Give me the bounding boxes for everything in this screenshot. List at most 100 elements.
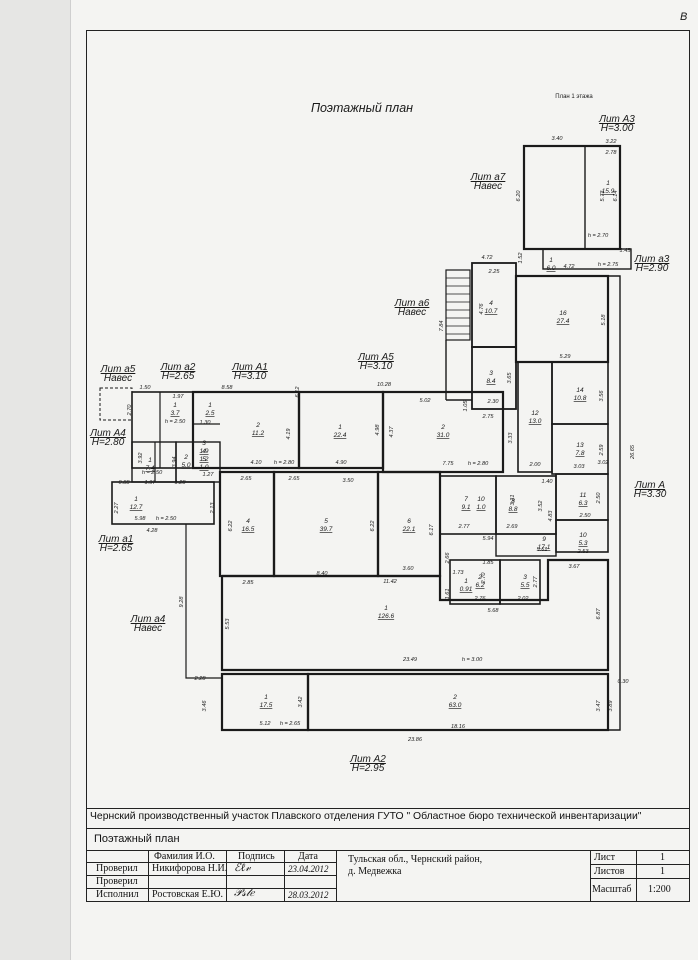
room-28-number: 9 (542, 536, 546, 543)
liter-label-6: Лит а2 (160, 362, 196, 373)
room-16-area: 1.9 (199, 448, 208, 455)
staircase (446, 277, 470, 335)
room-30-area: 6.2 (475, 582, 484, 589)
dimension-103: 0.30 (618, 679, 630, 685)
liter-label-7: Лит А1 (231, 362, 268, 373)
dimension-77: 2.66 (445, 552, 451, 565)
dimension-7: h = 2.70 (588, 233, 609, 239)
liter-sub-1: H=3.00 (601, 123, 634, 134)
dimension-21: 2.75 (482, 414, 495, 420)
dimension-26: 8.58 (222, 385, 234, 391)
address-line-2: д. Медвежка (348, 866, 402, 877)
dimension-52: 2.27 (114, 502, 120, 515)
dimension-5: 5.73 (600, 190, 606, 202)
dimension-53: 5.98 (135, 516, 147, 522)
room-4-area: 27.4 (556, 318, 570, 325)
room-33-number: 1 (264, 694, 268, 701)
dimension-84: 2.77 (533, 576, 539, 589)
dimension-49: 1.28 (175, 480, 187, 486)
dimension-18: 3.65 (507, 372, 513, 384)
dimension-1: 3.40 (552, 136, 564, 142)
scale-label: Масштаб (592, 884, 632, 895)
room-18-number: 5 (202, 456, 206, 463)
dimension-65: 3.52 (538, 500, 544, 512)
room-19-area: 12.7 (130, 504, 143, 511)
dimension-23: 5.02 (420, 398, 432, 404)
dimension-58: 2.65 (288, 476, 301, 482)
dimension-19: 2.30 (487, 399, 500, 405)
dimension-41: h = 2.80 (468, 461, 489, 467)
liter-label-12: Лит а4 (130, 614, 166, 625)
row-3-name: Ростовская Е.Ю. (152, 889, 223, 900)
room-26-area: 6.3 (578, 500, 587, 507)
dimension-99: 18.16 (451, 724, 466, 730)
room-14-area: 7.4 (145, 465, 154, 472)
dimension-85: 2.76 (474, 596, 487, 602)
room-2-number: 1 (549, 257, 553, 264)
liter-sub-12: Навес (134, 623, 162, 634)
dimension-33: 4.37 (389, 426, 395, 438)
row-2-role: Проверил (96, 876, 138, 887)
room-18-area: 1.0 (199, 464, 208, 471)
walls (99, 144, 632, 732)
dimension-29: 2.70 (127, 404, 133, 417)
dimension-12: h = 2.75 (598, 262, 619, 268)
liter-label-9: Лит А4 (89, 428, 126, 439)
room-8-area: 7.8 (575, 450, 584, 457)
room-23-area: 9.1 (461, 504, 470, 511)
dimension-86: 2.02 (517, 596, 530, 602)
room-32-area: 126.6 (378, 613, 395, 620)
dimension-70: 2.53 (577, 549, 590, 555)
organization-line: Чернский производственный участок Плавск… (90, 811, 642, 822)
room-6-number: 14 (576, 387, 584, 394)
room-11-area: 11.2 (252, 430, 265, 437)
room-29-area: 0.91 (460, 586, 473, 593)
room-10-number: 1 (208, 402, 212, 409)
binding-strip (0, 0, 71, 960)
sheets-label: Листов (594, 866, 625, 877)
dimension-75: 1.85 (483, 560, 495, 566)
room-19-number: 1 (134, 496, 138, 503)
room-20-number: 4 (246, 518, 250, 525)
room-17-number: 4 (202, 448, 206, 455)
title-block: Чернский производственный участок Плавск… (86, 808, 690, 902)
dimension-94: h = 3.00 (462, 657, 483, 663)
dimension-83: 2.70 (481, 572, 487, 585)
room-7-area: 13.0 (529, 418, 542, 425)
dimension-87: 5.68 (488, 608, 500, 614)
room-9-area: 3.7 (170, 410, 179, 417)
dimension-93: 23.49 (402, 657, 417, 663)
dimension-36: 2.59 (599, 445, 605, 457)
dimension-16: 5.18 (601, 314, 607, 326)
dimension-79: 8.40 (317, 571, 329, 577)
room-9-number: 1 (173, 402, 177, 409)
liter-label-13: Лит А2 (349, 754, 386, 765)
dimension-91: 5.53 (225, 618, 231, 630)
dimension-92: 2.28 (194, 676, 207, 682)
dimension-27: 1.50 (140, 385, 152, 391)
dimension-102: 3.89 (608, 701, 614, 712)
dimension-3: 2.78 (605, 150, 618, 156)
room-1-area: 15.9 (602, 188, 615, 195)
dimension-9: 4.72 (482, 255, 494, 261)
dimension-74: 5.61 (537, 547, 548, 553)
dimension-95: 3.46 (202, 700, 208, 712)
dimension-32: 4.19 (286, 429, 292, 440)
dimension-63: 2.77 (458, 524, 471, 530)
room-31-area: 5.5 (520, 582, 529, 589)
dimension-50: 1.27 (203, 472, 215, 478)
room-28-area: 17.1 (538, 544, 551, 551)
liter-sub-3: H=2.90 (636, 263, 669, 274)
dimension-20: 3.56 (599, 390, 605, 402)
room-8-number: 13 (576, 442, 584, 449)
room-25-area: 8.8 (508, 506, 517, 513)
room-5-area: 8.4 (486, 378, 495, 385)
dimension-55: 4.28 (147, 528, 159, 534)
dimension-69: 2.50 (579, 513, 592, 519)
dimension-81: 3.60 (403, 566, 415, 572)
liter-sub-5: Навес (104, 373, 132, 384)
room-23-number: 7 (464, 496, 468, 503)
dimension-6: 6.14 (613, 191, 619, 202)
dimension-61: 6.22 (370, 520, 376, 532)
dimension-28: 1.97 (173, 394, 185, 400)
